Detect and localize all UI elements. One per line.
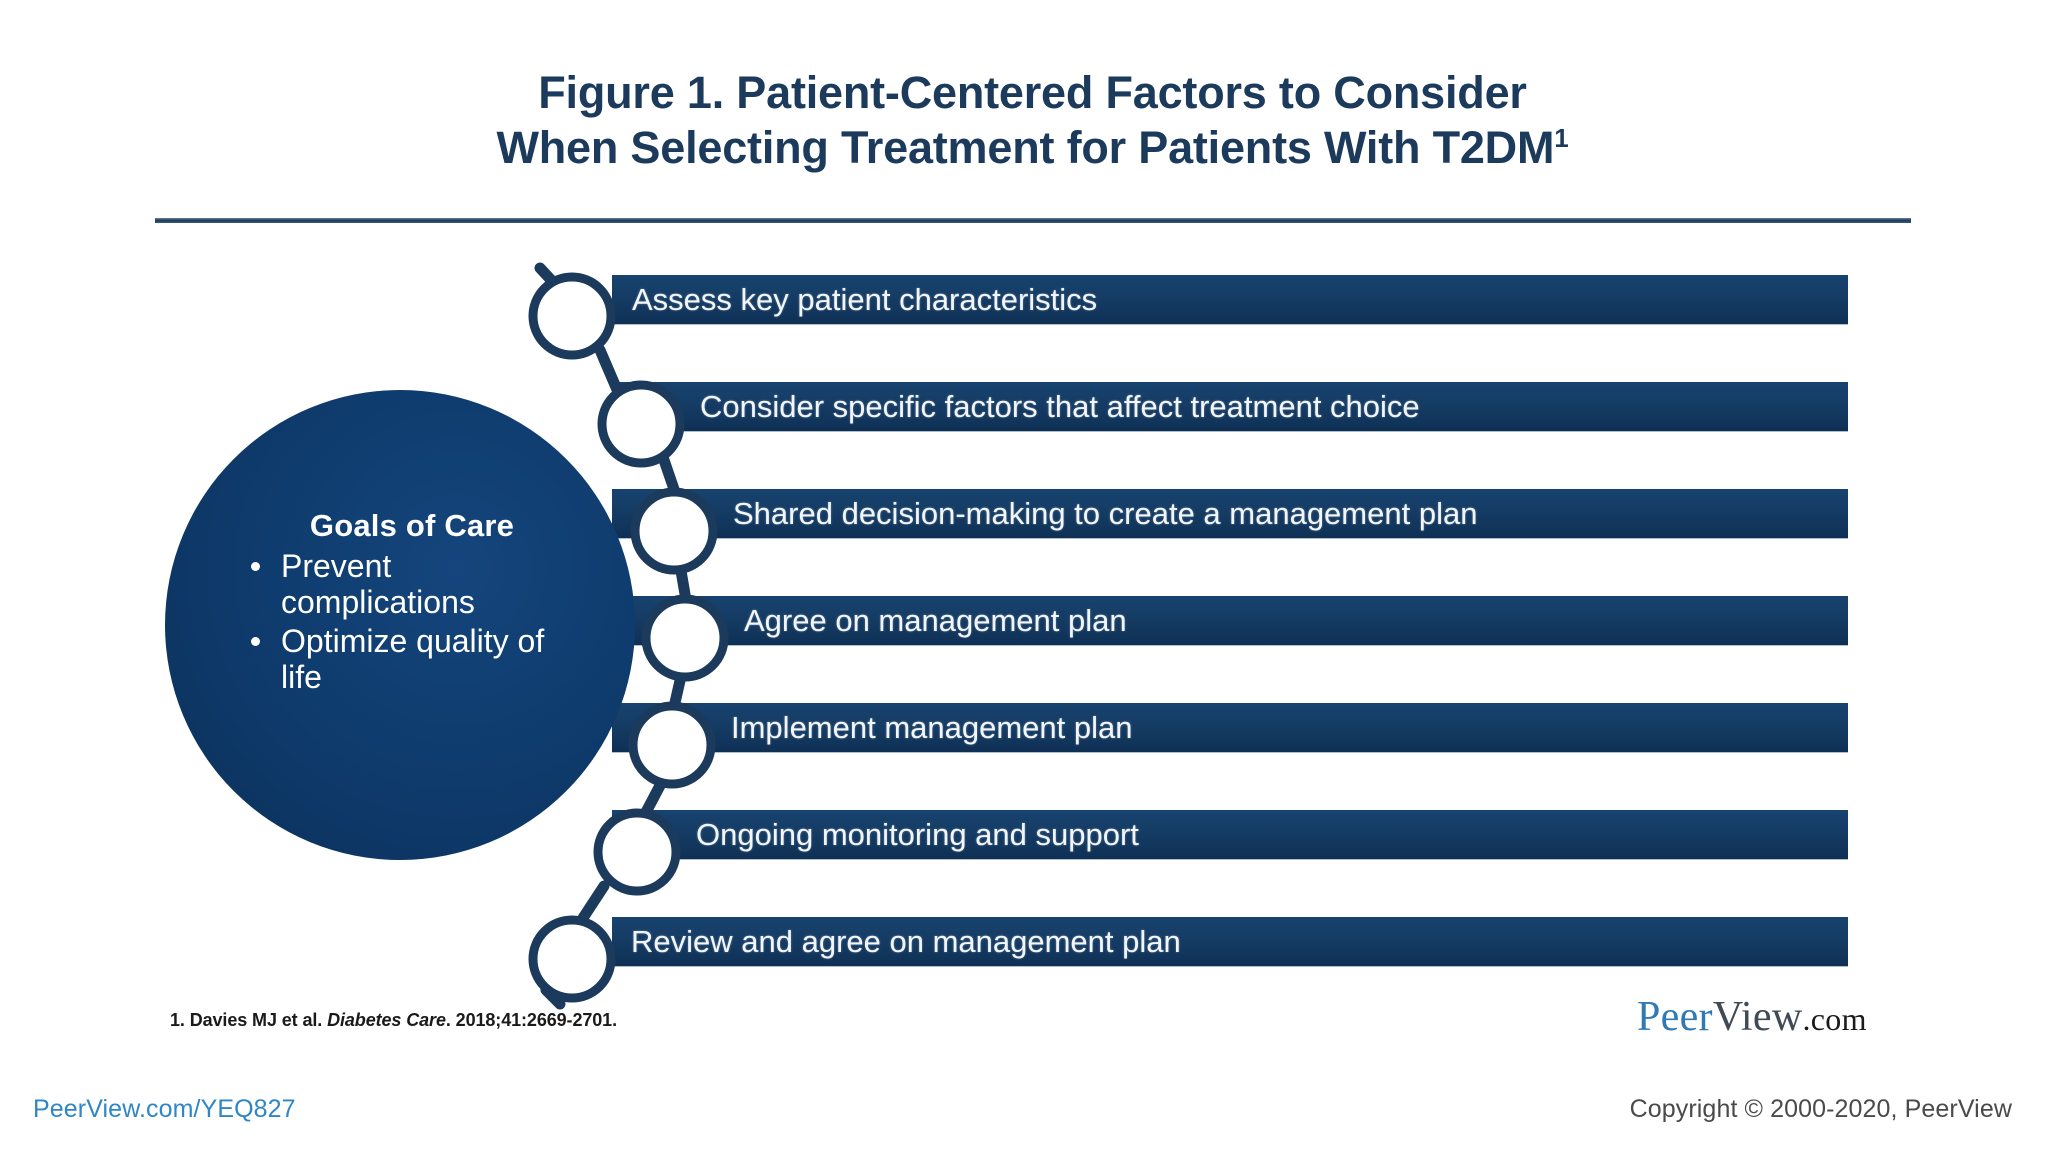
step-node-1 bbox=[528, 272, 616, 360]
title-line-1: Figure 1. Patient-Centered Factors to Co… bbox=[538, 67, 1527, 118]
peerview-logo: PeerView.com bbox=[1637, 993, 1867, 1041]
goal-item-text: Prevent complications bbox=[281, 548, 475, 621]
step-label-2: Consider specific factors that affect tr… bbox=[700, 389, 1420, 424]
bullet-icon bbox=[251, 562, 260, 571]
list-item: Prevent complications bbox=[213, 548, 593, 621]
page-title: Figure 1. Patient-Centered Factors to Co… bbox=[155, 66, 1910, 176]
title-line-2-text: When Selecting Treatment for Patients Wi… bbox=[496, 121, 1555, 173]
step-bar-1 bbox=[612, 275, 1848, 324]
goals-of-care-content: Goals of Care Prevent complications Opti… bbox=[213, 508, 593, 696]
title-line-2: When Selecting Treatment for Patients Wi… bbox=[155, 121, 1910, 176]
step-label-5: Implement management plan bbox=[731, 710, 1133, 745]
citation-journal: Diabetes Care bbox=[327, 1010, 446, 1030]
chain-connector-5-6 bbox=[639, 772, 670, 820]
footer-copyright: Copyright © 2000-2020, PeerView bbox=[1629, 1095, 2012, 1123]
step-label-3: Shared decision-making to create a manag… bbox=[733, 496, 1478, 531]
step-bar-5 bbox=[612, 703, 1848, 752]
goals-of-care-circle: Goals of Care Prevent complications Opti… bbox=[165, 390, 635, 860]
citation-suffix: . 2018;41:2669-2701. bbox=[445, 1010, 617, 1030]
step-label-1: Assess key patient characteristics bbox=[632, 282, 1098, 317]
bullet-icon bbox=[251, 636, 260, 646]
logo-view-text: View bbox=[1712, 994, 1803, 1040]
citation-prefix: 1. Davies MJ et al. bbox=[170, 1010, 328, 1030]
step-bar-2 bbox=[612, 382, 1848, 431]
step-bar-3 bbox=[612, 489, 1848, 538]
goals-of-care-list: Prevent complications Optimize quality o… bbox=[213, 548, 593, 696]
chain-connector-4-5 bbox=[668, 666, 688, 713]
list-item: Optimize quality of life bbox=[213, 623, 593, 696]
step-bar-6 bbox=[612, 810, 1848, 859]
step-node-7 bbox=[528, 915, 616, 1003]
logo-peer-text: Peer bbox=[1637, 994, 1713, 1040]
goal-item-text: Optimize quality of life bbox=[281, 622, 545, 696]
chain-connector-start bbox=[534, 262, 572, 302]
step-label-4: Agree on management plan bbox=[744, 603, 1127, 638]
footer-url-link[interactable]: PeerView.com/YEQ827 bbox=[33, 1095, 296, 1123]
goals-of-care-heading: Goals of Care bbox=[309, 508, 515, 543]
step-label-7: Review and agree on management plan bbox=[631, 924, 1181, 959]
chain-connector-6-7 bbox=[577, 880, 610, 924]
citation-footnote: 1. Davies MJ et al. Diabetes Care. 2018;… bbox=[170, 1010, 617, 1031]
logo-com-text: .com bbox=[1802, 1001, 1867, 1037]
chain-connector-3-4 bbox=[674, 559, 692, 606]
chain-connector-end bbox=[540, 984, 566, 1010]
step-bar-4 bbox=[612, 596, 1848, 645]
title-divider bbox=[155, 218, 1911, 223]
step-label-6: Ongoing monitoring and support bbox=[696, 817, 1139, 852]
title-superscript: 1 bbox=[1554, 122, 1569, 153]
step-bar-7 bbox=[612, 917, 1848, 966]
